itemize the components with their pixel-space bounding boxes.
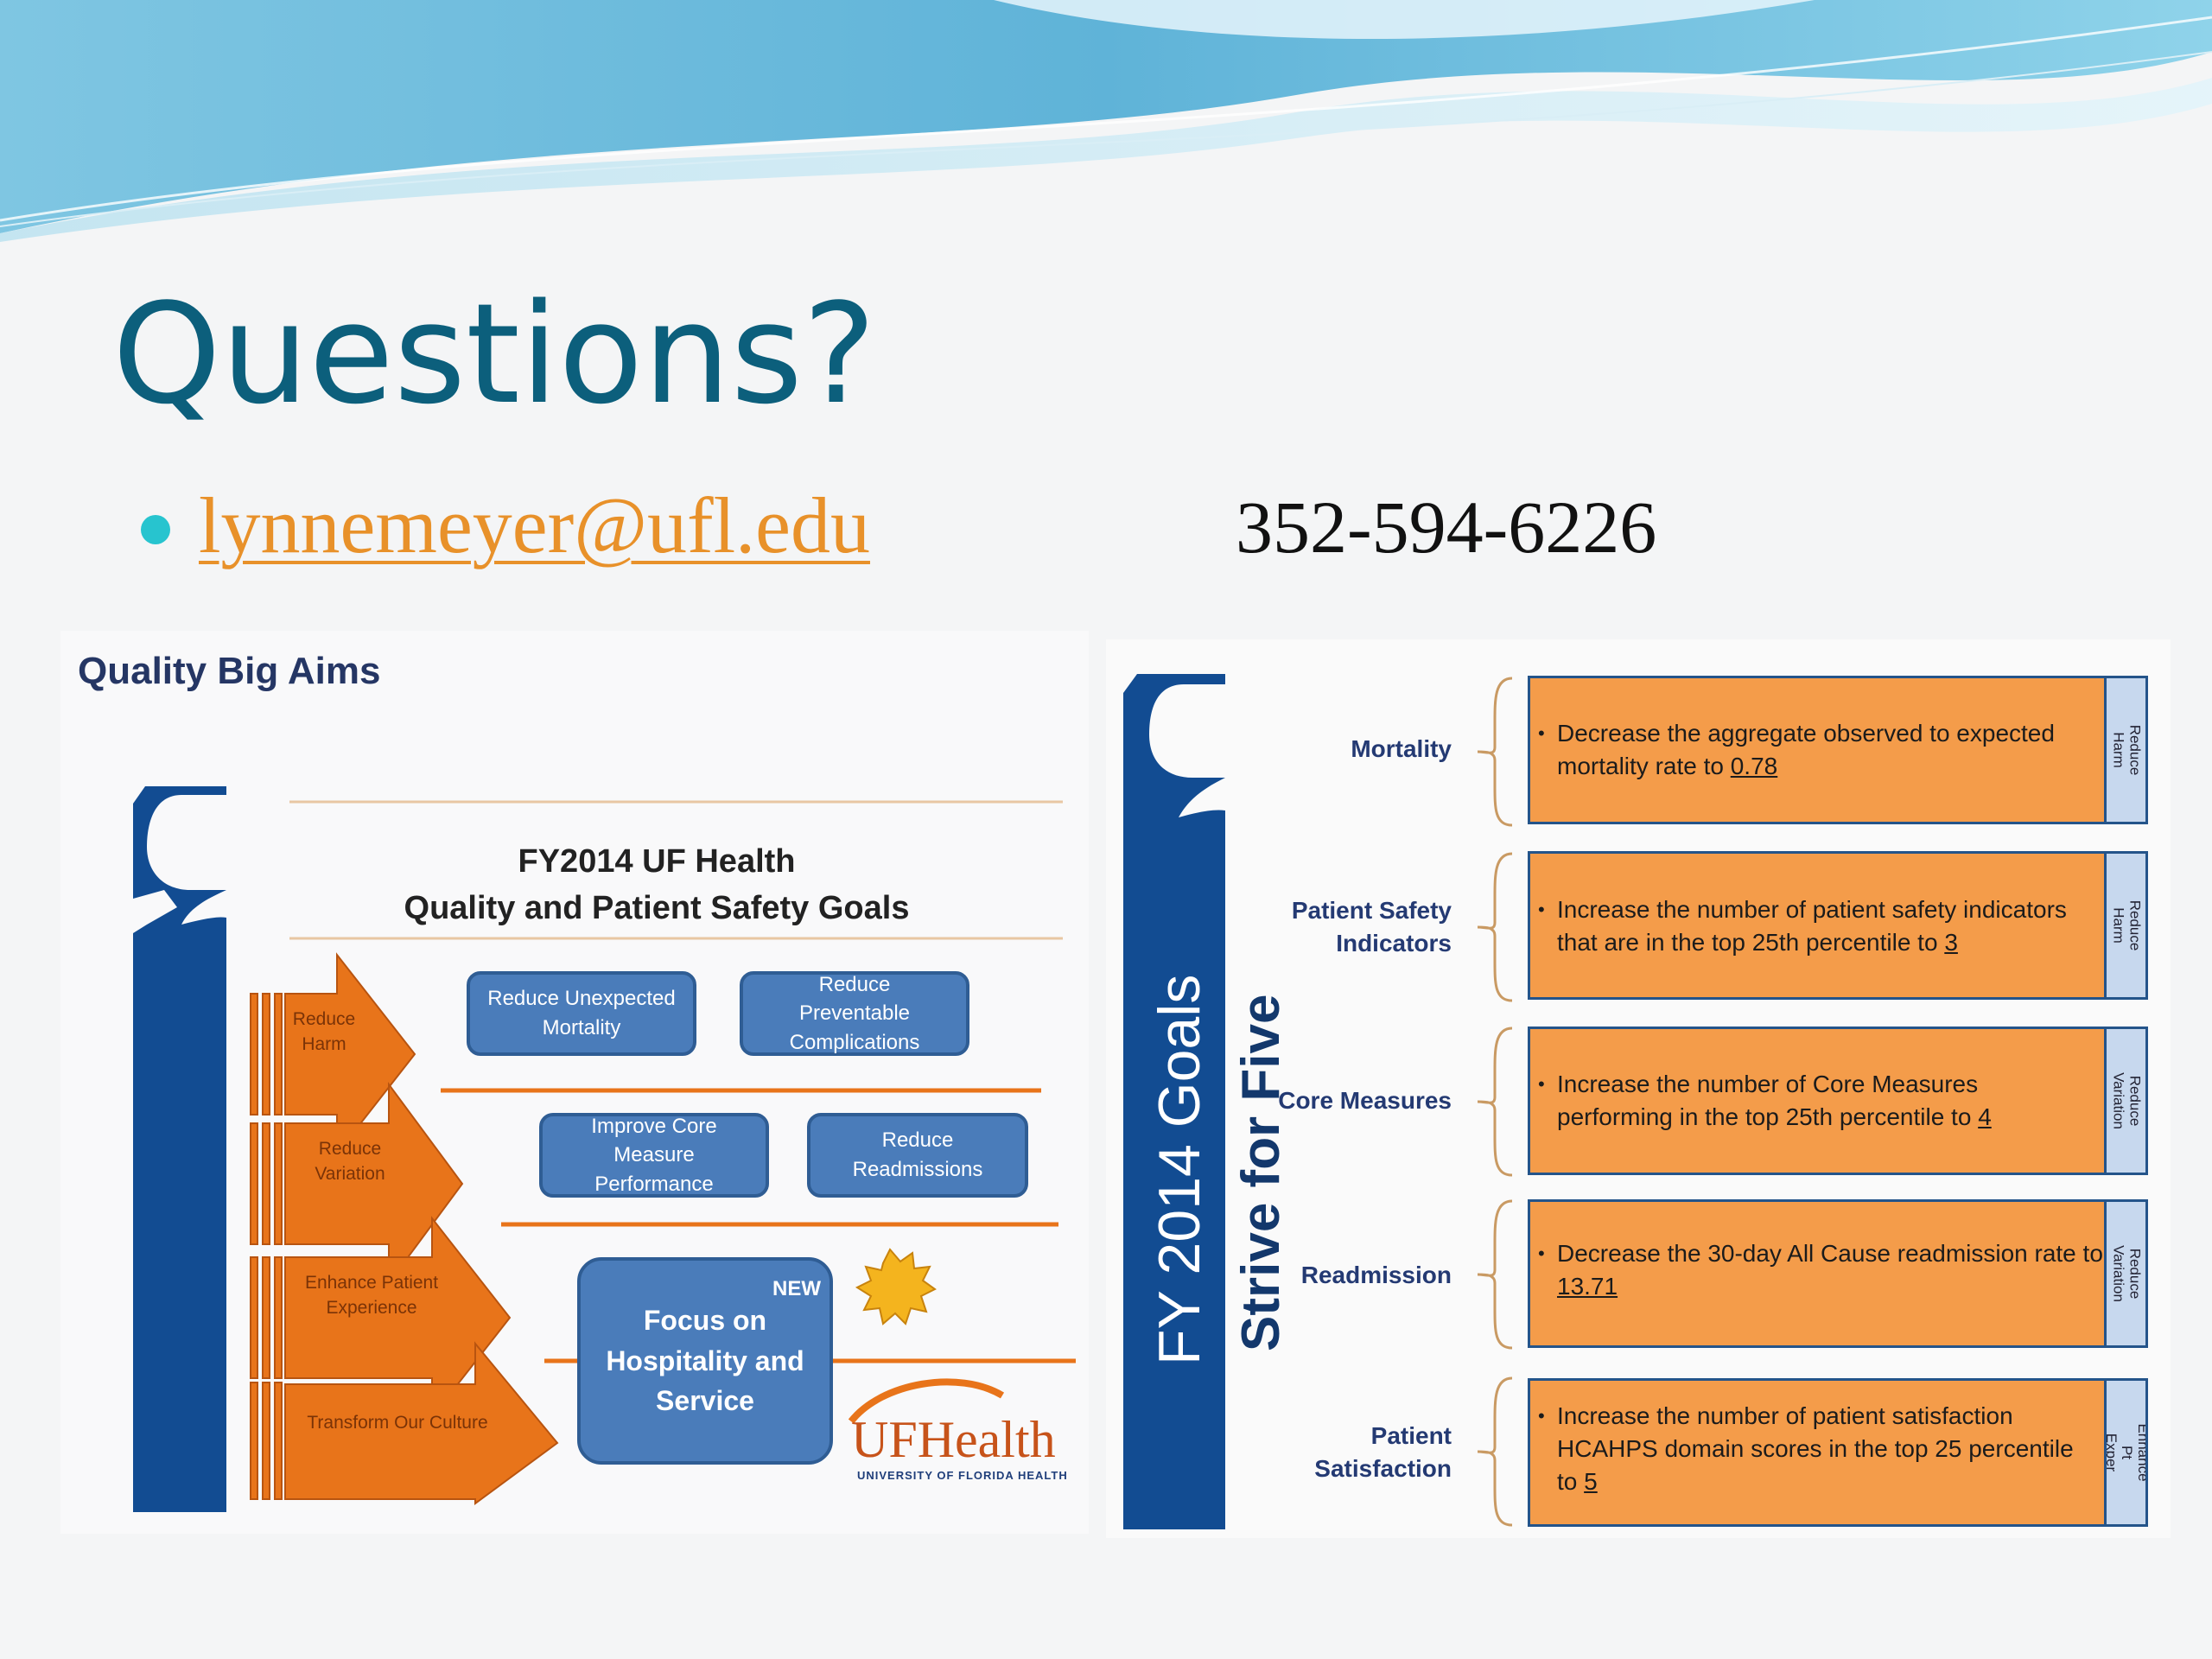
category-core-measures: Core Measures xyxy=(1278,1087,1452,1114)
category-patient-safety: Patient Safety Indicators xyxy=(1291,897,1452,957)
new-badge-label: NEW xyxy=(772,1277,821,1300)
goal-bullet-icon: • xyxy=(1538,1405,1545,1427)
goal-box-patient-satisfaction xyxy=(1528,1378,2107,1527)
fy2014-goals-graphic xyxy=(1123,674,1513,1529)
goal-tab-mortality: Reduce Harm xyxy=(2107,676,2148,824)
arrow-transform-culture xyxy=(250,1341,559,1505)
new-badge-icon xyxy=(855,1248,937,1325)
vertical-title: FY 2014 Goals xyxy=(1147,974,1212,1365)
arrow-label-reduce-variation: Reduce Variation xyxy=(315,1139,385,1185)
figure-heading: Quality Big Aims xyxy=(78,650,381,692)
header-wave-decoration xyxy=(0,0,2212,242)
goal-bullet-icon: • xyxy=(1538,1073,1545,1095)
goal-tab-patient-satisfaction: Enhance Pt Exper xyxy=(2107,1378,2148,1527)
arrow-reduce-variation xyxy=(250,1081,464,1287)
navy-title-bar xyxy=(1123,674,1225,1529)
goal-box-patient-safety xyxy=(1528,851,2107,1000)
goal-text-mortality: Decrease the aggregate observed to expec… xyxy=(1557,720,2055,779)
arrow-label-enhance-experience: Enhance Patient Experience xyxy=(304,1273,439,1319)
goal-text-patient-safety: Increase the number of patient safety in… xyxy=(1557,896,2067,956)
goal-box-mortality xyxy=(1528,676,2107,824)
ufhealth-logo-subtitle: UNIVERSITY OF FLORIDA HEALTH xyxy=(857,1469,1068,1482)
vertical-subtitle: Strive for Five xyxy=(1231,994,1291,1351)
arrow-label-reduce-harm: Reduce Harm xyxy=(292,1009,356,1055)
arrow-enhance-experience xyxy=(250,1216,512,1420)
arrow-label-transform-culture: Transform Our Culture xyxy=(307,1413,488,1433)
goal-text-patient-satisfaction: Increase the number of patient satisfact… xyxy=(1557,1402,2074,1495)
goal-text-core-measures: Increase the number of Core Measures per… xyxy=(1557,1071,1992,1130)
goals-title-line2: Quality and Patient Safety Goals xyxy=(404,890,910,926)
box-reduce-complications: Reduce Preventable Complications xyxy=(740,971,969,1056)
goal-tab-readmission: Reduce Variation xyxy=(2107,1199,2148,1348)
goal-tab-core-measures: Reduce Variation xyxy=(2107,1027,2148,1175)
category-patient-satisfaction: Patient Satisfaction xyxy=(1314,1422,1452,1482)
email-link[interactable]: lynnemeyer@ufl.edu xyxy=(199,481,871,569)
bracket-group xyxy=(1477,677,1513,1527)
box-reduce-readmissions: Reduce Readmissions xyxy=(807,1113,1028,1198)
goals-title-line1: FY2014 UF Health xyxy=(518,843,796,880)
goal-tab-patient-safety: Reduce Harm xyxy=(2107,851,2148,1000)
goal-box-core-measures xyxy=(1528,1027,2107,1175)
goal-bullet-icon: • xyxy=(1538,722,1545,744)
category-mortality: Mortality xyxy=(1351,735,1452,762)
quality-aims-graphic xyxy=(133,786,1076,1512)
box-improve-core-measure: Improve Core Measure Performance xyxy=(539,1113,769,1198)
ufhealth-logo: UFHealth xyxy=(851,1411,1056,1468)
ufhealth-logo-arc xyxy=(848,1378,1005,1424)
slide-title: Questions? xyxy=(112,273,876,435)
phone-number: 352-594-6226 xyxy=(1236,486,1657,569)
logo-cutout xyxy=(133,786,145,804)
goal-box-readmission xyxy=(1528,1199,2107,1348)
box-reduce-mortality: Reduce Unexpected Mortality xyxy=(467,971,696,1056)
category-readmission: Readmission xyxy=(1300,1262,1452,1288)
goal-text-readmission: Decrease the 30-day All Cause readmissio… xyxy=(1557,1240,2103,1300)
box-focus-hospitality: Focus on Hospitality and Service xyxy=(577,1257,833,1465)
goal-bullet-icon: • xyxy=(1538,1243,1545,1264)
arrow-reduce-harm xyxy=(250,952,416,1156)
bullet-dot xyxy=(141,515,170,544)
goal-bullet-icon: • xyxy=(1538,899,1545,920)
